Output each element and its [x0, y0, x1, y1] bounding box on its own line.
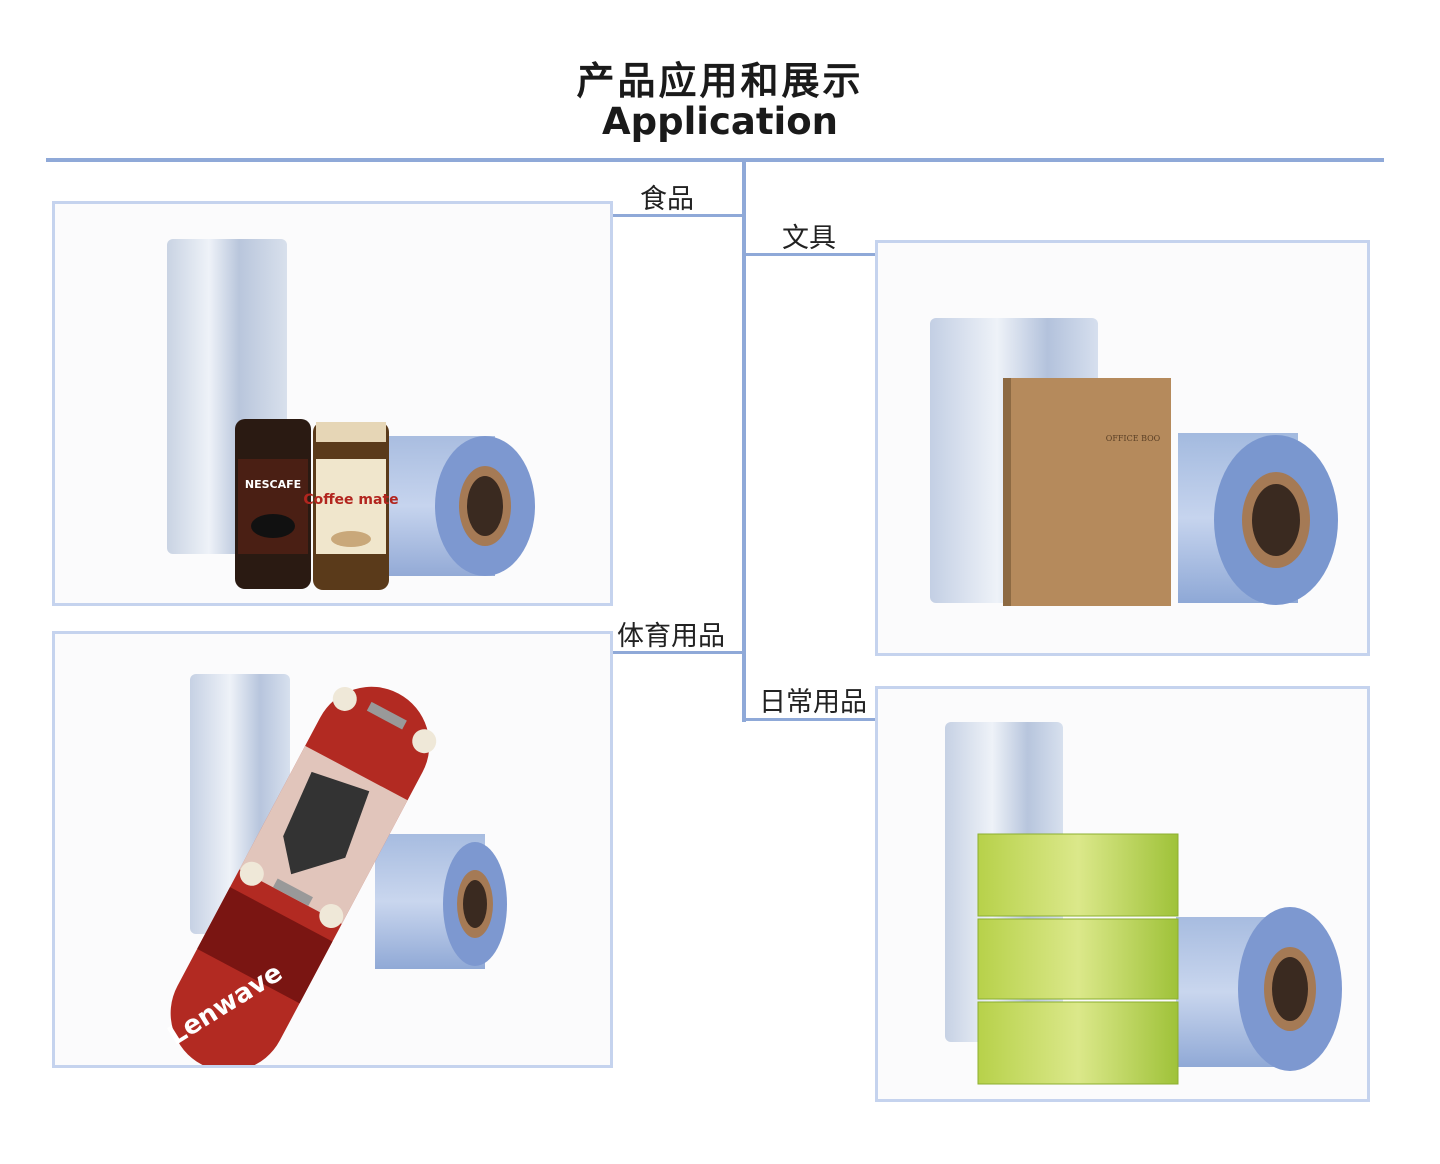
- page-subtitle: Application: [601, 100, 838, 143]
- food-product-image: NESCAFE Coffee mate: [167, 239, 535, 590]
- connector-trunk: [742, 162, 746, 722]
- daily-product-image: [945, 722, 1342, 1085]
- connector-sports: [596, 651, 744, 654]
- connector-food: [600, 214, 744, 217]
- jar1-brand-text: NESCAFE: [245, 478, 301, 491]
- category-label-daily: 日常用品: [759, 687, 867, 718]
- panel-stationery: OFFICE BOO: [875, 240, 1370, 656]
- panel-daily: [875, 686, 1370, 1102]
- category-label-stationery: 文具: [782, 223, 836, 254]
- panel-sports: Lenwave: [52, 631, 613, 1068]
- category-label-food: 食品: [640, 184, 694, 215]
- connector-stationery: [744, 253, 894, 256]
- connector-daily: [744, 718, 894, 721]
- category-label-sports: 体育用品: [617, 621, 725, 652]
- stationery-product-image: OFFICE BOO: [930, 318, 1338, 606]
- jar2-brand-text: Coffee mate: [303, 492, 398, 508]
- top-divider: [46, 158, 1384, 162]
- panel-food: NESCAFE Coffee mate: [52, 201, 613, 606]
- page-title: 产品应用和展示: [576, 59, 864, 103]
- notebook-text: OFFICE BOO: [1106, 434, 1161, 443]
- sports-product-image: Lenwave: [163, 674, 507, 1065]
